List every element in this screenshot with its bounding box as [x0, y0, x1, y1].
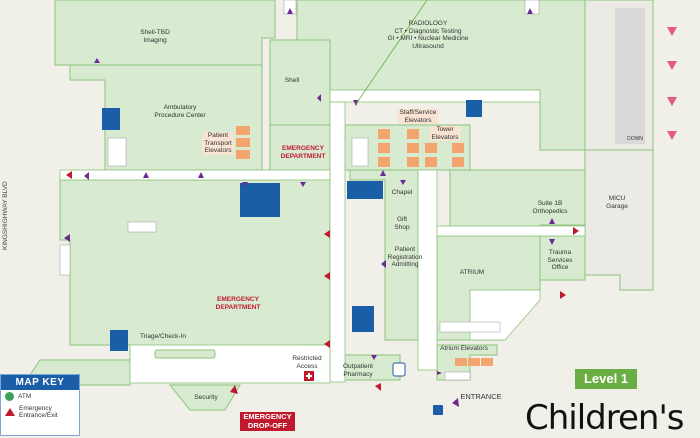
- label-triage: Triage/Check-In: [140, 333, 186, 340]
- stairs: [444, 371, 471, 381]
- key-item-atm: ATM: [1, 390, 79, 403]
- corridor-suite: [436, 225, 586, 237]
- label-entrance: ENTRANCE: [460, 392, 502, 401]
- restroom-icon: [110, 330, 128, 351]
- room-micu-garage: [584, 149, 654, 291]
- corridor-east: [417, 169, 438, 371]
- restroom-icon: [352, 306, 374, 332]
- accessible-icon: [433, 405, 443, 415]
- label-chapel: Chapel: [391, 189, 413, 196]
- corridor-radiology: [329, 89, 541, 103]
- triage-desk: [154, 349, 216, 359]
- label-atrium: ATRIUM: [459, 269, 485, 276]
- room-shell: [269, 39, 331, 126]
- label-atrium-elevators: Atrium Elevators: [440, 345, 488, 352]
- label-shell: Shell: [284, 77, 300, 84]
- emergency-exit-icon: [5, 408, 15, 416]
- room-security: [168, 384, 241, 411]
- map-key-title: MAP KEY: [1, 375, 79, 390]
- stairs: [127, 221, 157, 233]
- restroom-icon: [347, 181, 383, 199]
- childrens-logo: Children's: [525, 398, 685, 438]
- stairs: [524, 0, 540, 15]
- restroom-icon: [240, 183, 280, 217]
- atm-icon: [5, 392, 14, 401]
- info-icon: [392, 362, 406, 377]
- emergency-exit-icon: [66, 171, 579, 394]
- stairs: [351, 137, 369, 167]
- elevator-icons: [236, 126, 493, 366]
- stairs: [107, 137, 127, 167]
- radiology-pointer: [355, 0, 428, 105]
- street-label: KINGSHIGHWAY BLVD: [2, 181, 9, 250]
- level-indicator: Level 1: [575, 369, 637, 389]
- label-security: Security: [194, 394, 218, 401]
- stairs: [59, 244, 71, 276]
- restroom-icon: [102, 108, 120, 130]
- corridor-north: [59, 169, 331, 181]
- restroom-icon: [466, 100, 482, 117]
- room-shell-imaging: [54, 0, 276, 66]
- garage-direction-icon: [667, 27, 677, 140]
- stairs: [439, 321, 501, 333]
- ramp-label: DOWN: [627, 136, 643, 142]
- corridor-central: [329, 101, 346, 383]
- garage-ramp: [615, 8, 645, 144]
